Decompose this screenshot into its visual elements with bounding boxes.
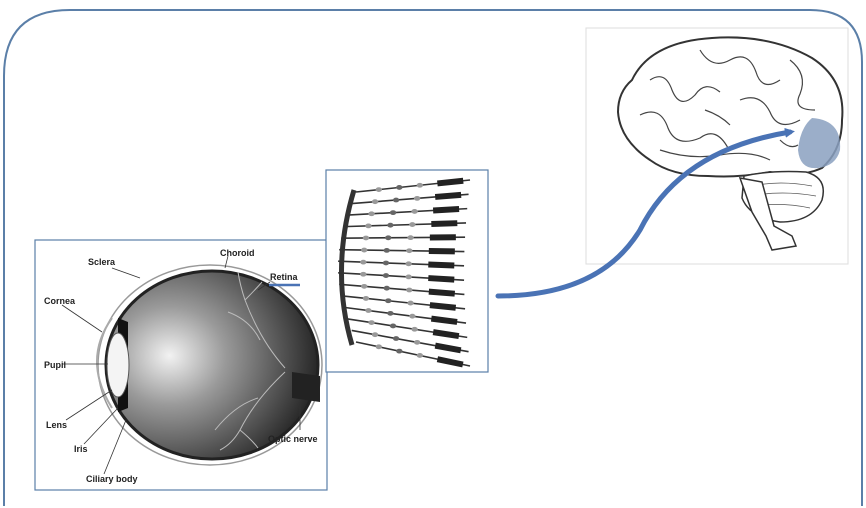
- retina-cell-body: [363, 296, 369, 301]
- retina-cell-body: [406, 288, 412, 293]
- retina-cell-body: [393, 198, 399, 203]
- label-ciliary-body: Ciliary body: [86, 474, 138, 484]
- retina-cell-body: [365, 308, 371, 313]
- label-optic-nerve: Optic nerve: [268, 434, 318, 444]
- retina-cell-body: [376, 344, 382, 349]
- retina-cell-body: [383, 273, 389, 278]
- retina-cell-body: [390, 324, 396, 329]
- label-pupil: Pupil: [44, 360, 66, 370]
- retina-cell-body: [384, 286, 390, 291]
- retina-cell-body: [417, 353, 423, 358]
- retina-cell-body: [387, 311, 393, 316]
- label-choroid: Choroid: [220, 248, 255, 258]
- retina-cell-body: [387, 223, 393, 228]
- retina-cell-body: [365, 223, 371, 228]
- label-lens: Lens: [46, 420, 67, 430]
- retina-cell-body: [417, 183, 423, 188]
- retina-cell-body: [406, 248, 412, 253]
- retina-cell-body: [363, 236, 369, 241]
- label-retina: Retina: [270, 272, 299, 282]
- retina-cell-body: [368, 211, 374, 216]
- retina-cell-body: [372, 332, 378, 337]
- label-sclera: Sclera: [88, 257, 116, 267]
- brain-panel: [586, 28, 848, 264]
- retina-cell-body: [385, 298, 391, 303]
- photoreceptor-outer-segment: [431, 220, 457, 227]
- retina-cell-body: [361, 248, 367, 253]
- label-cornea: Cornea: [44, 296, 76, 306]
- retina-cell-body: [385, 235, 391, 240]
- retina-cell-body: [409, 222, 415, 227]
- photoreceptor-outer-segment: [429, 248, 455, 254]
- retina-cell-body: [372, 199, 378, 204]
- retina-cell-body: [414, 196, 420, 201]
- eye-panel: Sclera Choroid Retina Cornea Pupil Lens …: [35, 240, 327, 490]
- photoreceptor-outer-segment: [428, 262, 454, 269]
- retina-panel: [326, 170, 488, 372]
- retina-cell-body: [411, 209, 417, 214]
- photoreceptor-outer-segment: [430, 234, 456, 240]
- retina-cell-body: [405, 275, 411, 280]
- retina-cell-body: [407, 235, 413, 240]
- retina-cell-body: [411, 327, 417, 332]
- retina-cell-body: [409, 314, 415, 319]
- retina-cell-body: [383, 261, 389, 266]
- eye-optic-nerve: [292, 372, 320, 402]
- retina-cell-body: [414, 340, 420, 345]
- retina-cell-body: [361, 284, 367, 289]
- retina-cell-body: [368, 320, 374, 325]
- eyeball-interior: [106, 271, 318, 459]
- retina-cell-body: [393, 336, 399, 341]
- retina-cell-body: [405, 261, 411, 266]
- eye-lens: [107, 333, 129, 397]
- retina-cell-body: [360, 272, 366, 277]
- retina-cell-body: [396, 349, 402, 354]
- retina-cell-body: [396, 185, 402, 190]
- retina-cell-body: [384, 248, 390, 253]
- retina-cell-body: [376, 187, 382, 192]
- retina-cell-body: [390, 210, 396, 215]
- label-iris: Iris: [74, 444, 88, 454]
- retina-cell-body: [360, 260, 366, 265]
- retina-cell-body: [407, 301, 413, 306]
